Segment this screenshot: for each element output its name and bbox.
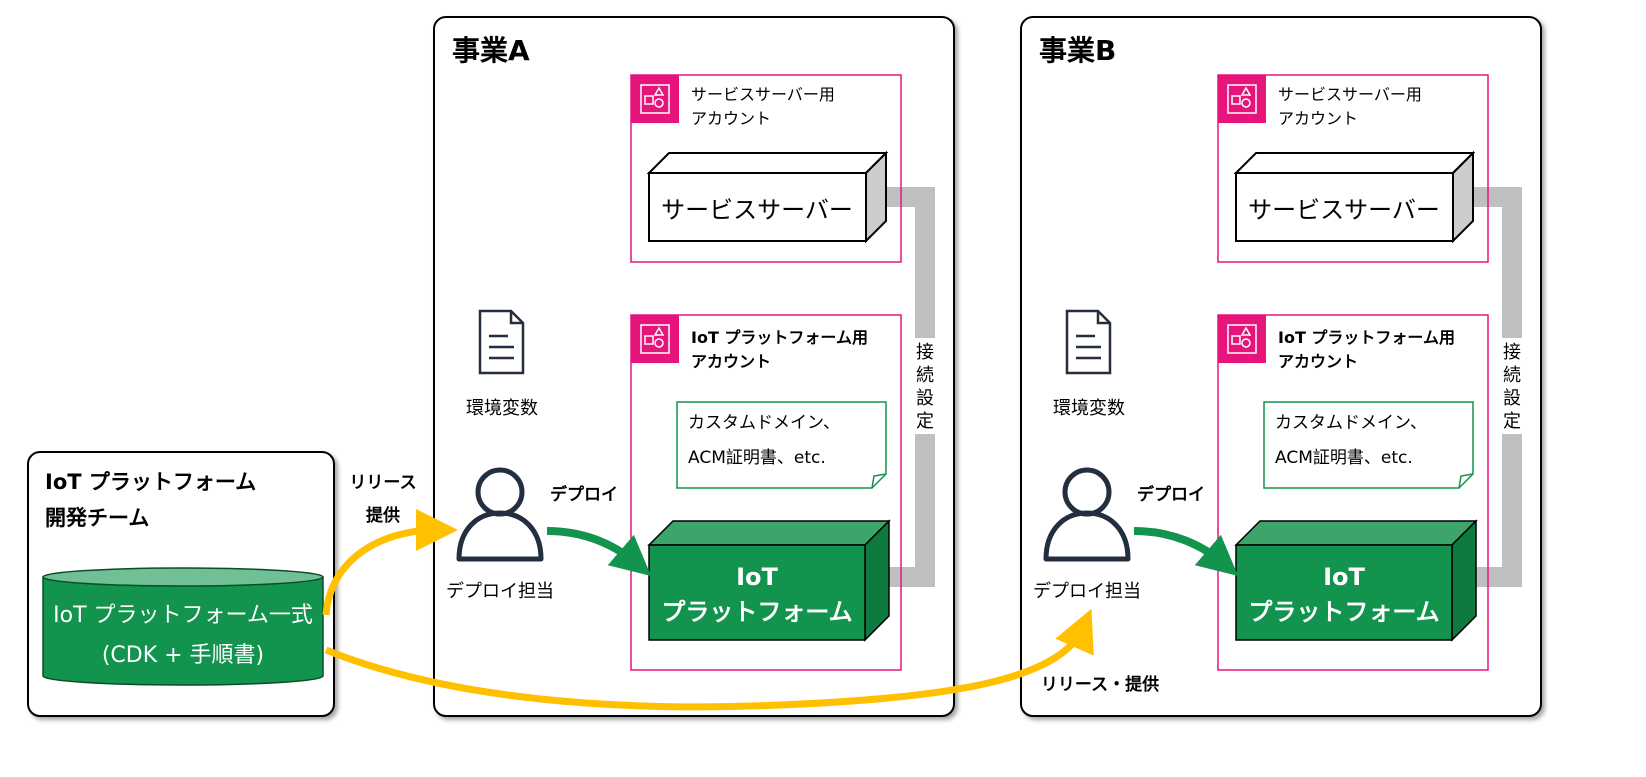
business-title: 事業A bbox=[452, 34, 530, 67]
iot-account-label: IoT プラットフォーム用 bbox=[1278, 328, 1455, 347]
note-line-1: カスタムドメイン、 bbox=[688, 413, 840, 433]
dev-team-title: IoT プラットフォーム bbox=[45, 470, 256, 494]
service-account-group: サービスサーバー用 アカウント サービスサーバー bbox=[630, 74, 902, 263]
service-account-label: サービスサーバー用 bbox=[1278, 85, 1422, 104]
config-note: カスタムドメイン、 ACM証明書、etc. bbox=[676, 401, 887, 489]
service-server-label: サービスサーバー bbox=[661, 196, 853, 224]
iot-platform-label: IoT bbox=[736, 563, 778, 591]
connection-label: 接 続 設 定 bbox=[1503, 342, 1521, 432]
iot-account-label: IoT プラットフォーム用 bbox=[691, 328, 868, 347]
deploy-label: デプロイ bbox=[550, 484, 618, 505]
iot-platform-cube: IoT プラットフォーム bbox=[647, 519, 891, 642]
release-label-a: リリース bbox=[349, 473, 416, 493]
svg-text:設: 設 bbox=[916, 388, 934, 409]
iot-platform-cube: IoT プラットフォーム bbox=[1234, 519, 1478, 642]
account-icon bbox=[1217, 74, 1267, 124]
svg-text:続: 続 bbox=[1503, 365, 1521, 386]
dev-team-title-2: 開発チーム bbox=[45, 506, 149, 530]
deploy-label: デプロイ bbox=[1137, 484, 1205, 505]
provide-label-a: 提供 bbox=[366, 505, 400, 526]
account-icon bbox=[630, 74, 680, 124]
deployer-label: デプロイ担当 bbox=[446, 581, 554, 602]
platform-package-cylinder: IoT プラットフォーム一式 (CDK + 手順書) bbox=[42, 567, 324, 686]
service-account-label: サービスサーバー用 bbox=[691, 85, 835, 104]
svg-text:接: 接 bbox=[916, 342, 934, 363]
business-a: 事業A 接 続 設 定 サービスサーバー用 アカウント サービスサーバー IoT… bbox=[433, 16, 955, 717]
svg-text:定: 定 bbox=[916, 411, 934, 432]
iot-platform-label: IoT bbox=[1323, 563, 1365, 591]
env-vars-label: 環境変数 bbox=[466, 398, 538, 419]
release-arrow-a bbox=[322, 509, 458, 616]
deploy-arrow bbox=[546, 527, 652, 577]
service-account-label-2: アカウント bbox=[1278, 109, 1358, 128]
service-server-cube: サービスサーバー bbox=[1233, 150, 1476, 244]
deploy-arrow bbox=[1133, 527, 1239, 577]
business-b: 事業B 接 続 設 定 サービスサーバー用 アカウント サービスサーバー IoT… bbox=[1020, 16, 1542, 717]
document-icon bbox=[1065, 309, 1112, 375]
env-vars-label: 環境変数 bbox=[1053, 398, 1125, 419]
connection-label: 接 続 設 定 bbox=[916, 342, 934, 432]
iot-account-group: IoT プラットフォーム用 アカウント カスタムドメイン、 ACM証明書、etc… bbox=[1217, 314, 1489, 671]
account-icon bbox=[630, 314, 680, 364]
document-icon bbox=[478, 309, 525, 375]
iot-account-label-2: アカウント bbox=[1278, 352, 1358, 371]
svg-text:接: 接 bbox=[1503, 342, 1521, 363]
iot-account-label-2: アカウント bbox=[691, 352, 771, 371]
iot-platform-label-2: プラットフォーム bbox=[1248, 598, 1439, 626]
release-arrow-b bbox=[324, 608, 1094, 711]
service-account-label-2: アカウント bbox=[691, 109, 771, 128]
note-line-2: ACM証明書、etc. bbox=[688, 448, 826, 468]
release-label-b: リリース・提供 bbox=[1041, 674, 1159, 695]
note-line-1: カスタムドメイン、 bbox=[1275, 413, 1427, 433]
service-server-label: サービスサーバー bbox=[1248, 196, 1440, 224]
service-account-group: サービスサーバー用 アカウント サービスサーバー bbox=[1217, 74, 1489, 263]
user-icon bbox=[456, 467, 544, 562]
user-icon bbox=[1043, 467, 1131, 562]
svg-text:設: 設 bbox=[1503, 388, 1521, 409]
note-line-2: ACM証明書、etc. bbox=[1275, 448, 1413, 468]
deployer-label: デプロイ担当 bbox=[1033, 581, 1141, 602]
package-sublabel: (CDK + 手順書) bbox=[102, 643, 264, 668]
config-note: カスタムドメイン、 ACM証明書、etc. bbox=[1263, 401, 1474, 489]
svg-text:定: 定 bbox=[1503, 411, 1521, 432]
dev-team-box: IoT プラットフォーム 開発チーム IoT プラットフォーム一式 (CDK +… bbox=[27, 451, 335, 717]
business-title: 事業B bbox=[1039, 34, 1116, 67]
svg-text:続: 続 bbox=[916, 365, 934, 386]
account-icon bbox=[1217, 314, 1267, 364]
service-server-cube: サービスサーバー bbox=[646, 150, 889, 244]
package-label: IoT プラットフォーム一式 bbox=[53, 603, 313, 628]
iot-account-group: IoT プラットフォーム用 アカウント カスタムドメイン、 ACM証明書、etc… bbox=[630, 314, 902, 671]
iot-platform-label-2: プラットフォーム bbox=[661, 598, 852, 626]
